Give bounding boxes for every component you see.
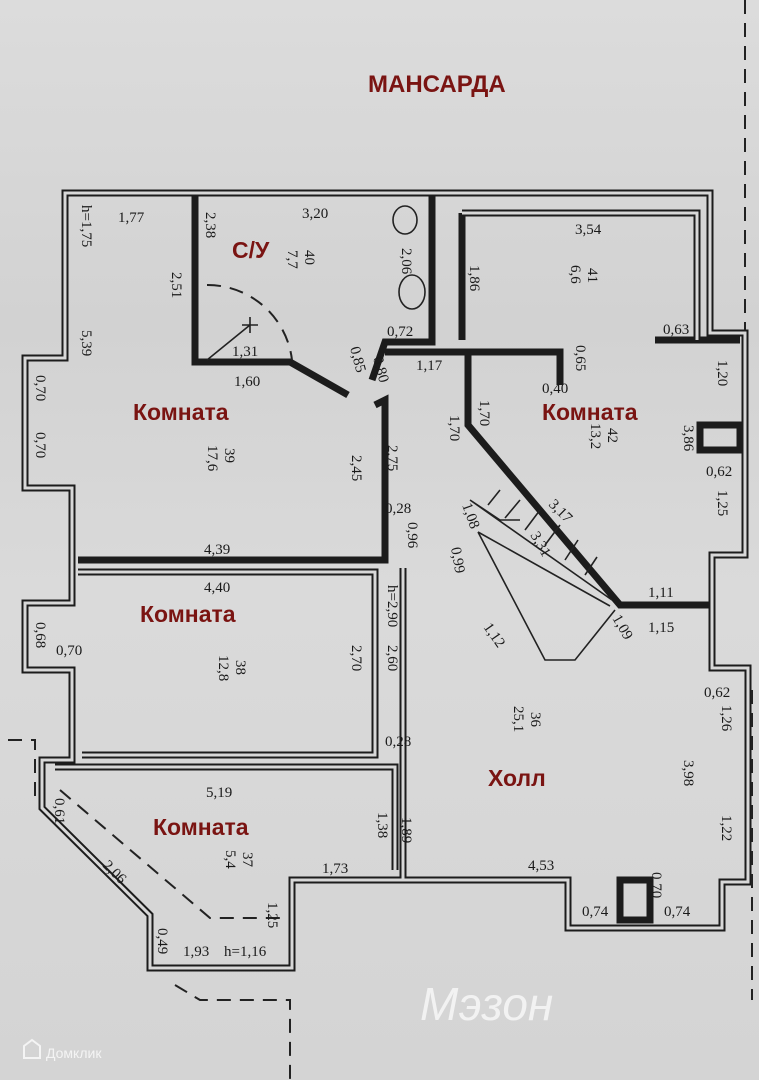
dim-label: 1,73 bbox=[322, 861, 348, 877]
dim-label: 0,61 bbox=[51, 798, 67, 824]
dim-label: 2,45 bbox=[348, 455, 364, 481]
dim-label: 0,74 bbox=[664, 904, 691, 920]
dim-label: 1,26 bbox=[718, 705, 734, 732]
room-40-number: 40 bbox=[301, 250, 317, 265]
dim-label: 1,93 bbox=[183, 944, 209, 960]
dim-label: 1,25 bbox=[714, 490, 730, 516]
dim-label: 0,74 bbox=[582, 904, 609, 920]
dim-label: 1,09 bbox=[609, 612, 636, 643]
dim-label: 0,28 bbox=[385, 734, 411, 750]
dim-label: 2,38 bbox=[202, 212, 218, 238]
dim-label: 0,70 bbox=[648, 872, 664, 898]
room-38-number: 38 bbox=[232, 660, 248, 675]
room-39-name: Комната bbox=[133, 399, 229, 425]
dim-label: 1,89 bbox=[398, 817, 414, 843]
dim-label: h=2,90 bbox=[384, 585, 400, 627]
room-41-number: 41 bbox=[584, 268, 600, 283]
dim-label: 0,68 bbox=[32, 622, 48, 648]
room-38-name: Комната bbox=[140, 601, 236, 627]
dim-label: 2,06 bbox=[398, 248, 414, 275]
dim-label: 1,31 bbox=[232, 344, 258, 360]
dim-label: 0,80 bbox=[369, 355, 391, 384]
room-labels: С/У 40 7,7 Комната 39 17,6 41 6,6 Комнат… bbox=[133, 237, 638, 869]
dim-label: 1,17 bbox=[416, 358, 443, 374]
dim-label: 0,62 bbox=[704, 685, 730, 701]
dim-label: 1,22 bbox=[718, 815, 734, 841]
dim-label: 5,19 bbox=[206, 785, 232, 801]
room-42-name: Комната bbox=[542, 399, 638, 425]
toilet-icon bbox=[392, 205, 418, 235]
dim-label: 1,15 bbox=[648, 620, 674, 636]
house-icon bbox=[23, 1038, 41, 1059]
dim-label: 1,12 bbox=[480, 620, 508, 651]
room-37-area: 5,4 bbox=[222, 850, 238, 869]
dim-label: h=1,75 bbox=[78, 205, 94, 247]
room-39-area: 17,6 bbox=[204, 445, 220, 472]
dim-label: 1,11 bbox=[648, 585, 674, 601]
dim-label: 0,40 bbox=[542, 381, 568, 397]
dim-label: 1,70 bbox=[446, 415, 462, 441]
room-36-name: Холл bbox=[488, 765, 546, 791]
dim-label: 0,96 bbox=[404, 522, 420, 549]
domclick-logo: Домклик bbox=[23, 1038, 102, 1061]
dim-label: 1,38 bbox=[374, 812, 390, 838]
fixtures bbox=[8, 0, 753, 1080]
dim-label: 2,51 bbox=[168, 272, 184, 298]
dim-label: 1,70 bbox=[476, 400, 492, 426]
dim-label: 4,40 bbox=[204, 580, 230, 596]
watermark-corner: Домклик bbox=[46, 1045, 102, 1061]
room-37-number: 37 bbox=[239, 852, 255, 868]
watermark-center: Мэзон bbox=[420, 978, 553, 1030]
dim-label: 0,70 bbox=[56, 643, 82, 659]
room-36-number: 36 bbox=[527, 712, 543, 728]
floor-title: МАНСАРДА bbox=[368, 71, 506, 98]
dim-label: 1,86 bbox=[466, 265, 482, 292]
room-41-area: 6,6 bbox=[567, 265, 583, 284]
dim-label: 4,39 bbox=[204, 542, 230, 558]
walls bbox=[21, 189, 752, 972]
room-42-number: 42 bbox=[604, 428, 620, 443]
room-40-name: С/У bbox=[232, 237, 270, 263]
dim-label: h=1,16 bbox=[224, 944, 267, 960]
dim-label: 0,62 bbox=[706, 464, 732, 480]
dim-label: 5,39 bbox=[78, 330, 94, 356]
dim-label: 3,20 bbox=[302, 206, 328, 222]
dim-label: 3,86 bbox=[680, 425, 696, 452]
dim-label: 1,25 bbox=[264, 902, 280, 928]
room-36-area: 25,1 bbox=[510, 706, 526, 732]
dim-label: 0,99 bbox=[447, 546, 467, 575]
dim-label: 0,28 bbox=[385, 501, 411, 517]
room-42-area: 13,2 bbox=[587, 423, 603, 449]
room-40-area: 7,7 bbox=[284, 250, 300, 269]
staircase bbox=[469, 499, 616, 661]
dim-label: 1,20 bbox=[714, 360, 730, 386]
dim-label: 0,70 bbox=[32, 432, 48, 458]
dim-label: 2,75 bbox=[384, 445, 400, 471]
dim-label: 0,65 bbox=[572, 345, 588, 371]
dim-label: 1,77 bbox=[118, 210, 145, 226]
room-37-name: Комната bbox=[153, 814, 249, 840]
room-38-area: 12,8 bbox=[215, 655, 231, 681]
dim-label: 0,63 bbox=[663, 322, 689, 338]
dim-label: 0,49 bbox=[154, 928, 170, 954]
room-39-number: 39 bbox=[221, 448, 237, 463]
dimension-labels: 1,77 3,20 2,38 2,06 h=1,75 2,51 5,39 1,3… bbox=[32, 205, 734, 960]
dim-label: 2,70 bbox=[348, 645, 364, 671]
dim-label: 4,53 bbox=[528, 858, 554, 874]
dim-label: 2,06 bbox=[99, 858, 129, 888]
dim-label: 3,54 bbox=[575, 222, 602, 238]
dim-label: 0,85 bbox=[346, 345, 368, 374]
dim-label: 1,60 bbox=[234, 374, 260, 390]
sink-icon bbox=[398, 274, 426, 310]
dim-label: 3,98 bbox=[680, 760, 696, 786]
dim-label: 2,60 bbox=[384, 645, 400, 671]
dim-label: 0,72 bbox=[387, 324, 413, 340]
dim-label: 0,70 bbox=[32, 375, 48, 401]
